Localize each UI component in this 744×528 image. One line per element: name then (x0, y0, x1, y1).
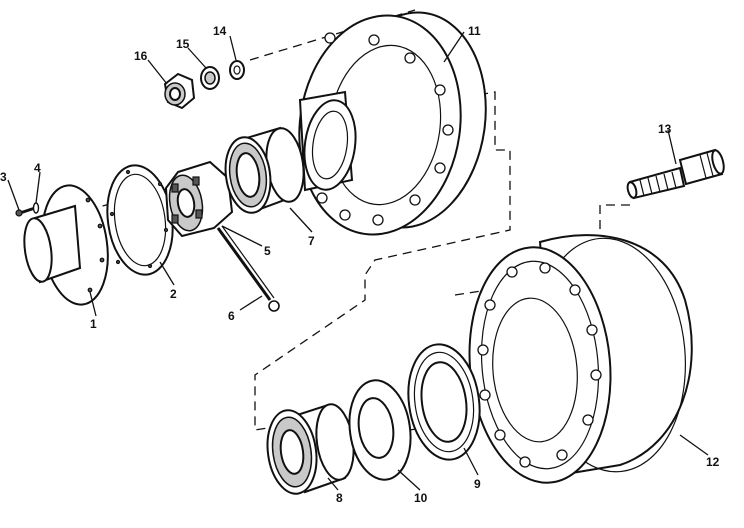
part-4-lock-washer (32, 202, 40, 214)
part-12-brake-drum (468, 234, 693, 484)
part-2-gasket (106, 164, 174, 276)
part-16-nut (163, 72, 196, 110)
callout-3: 3 (0, 170, 7, 184)
part-11-hub (298, 11, 487, 236)
callout-8: 8 (336, 491, 343, 505)
callout-4: 4 (34, 161, 41, 175)
part-8-inner-bearing (266, 403, 355, 495)
part-13-wheel-stud (626, 148, 725, 200)
part-14-washer (229, 60, 245, 80)
callout-2: 2 (170, 287, 177, 301)
part-7-outer-bearing (224, 126, 305, 214)
part-5-castle-nut (164, 160, 234, 238)
part-6-cotter-pin (216, 225, 280, 312)
callout-16: 16 (134, 49, 148, 63)
callout-9: 9 (474, 477, 481, 491)
callout-14: 14 (213, 24, 227, 38)
callout-7: 7 (308, 234, 315, 248)
callout-leaders (7, 31, 709, 491)
callout-13: 13 (658, 122, 672, 136)
callout-labels: 3 4 1 2 5 6 7 11 13 14 15 16 8 10 9 12 (0, 24, 720, 505)
part-15-washer (200, 66, 220, 90)
callout-5: 5 (264, 244, 271, 258)
callout-11: 11 (468, 24, 481, 38)
callout-1: 1 (90, 317, 97, 331)
callout-12: 12 (706, 455, 720, 469)
callout-10: 10 (414, 491, 428, 505)
part-10-spacer-ring (348, 379, 412, 481)
hub-flange-bolt-holes (316, 32, 454, 226)
part-9-seal (407, 343, 481, 461)
callout-15: 15 (176, 37, 190, 51)
callout-6: 6 (228, 309, 235, 323)
drum-bolt-holes (477, 262, 602, 468)
part-1-hub-cap (23, 184, 109, 306)
